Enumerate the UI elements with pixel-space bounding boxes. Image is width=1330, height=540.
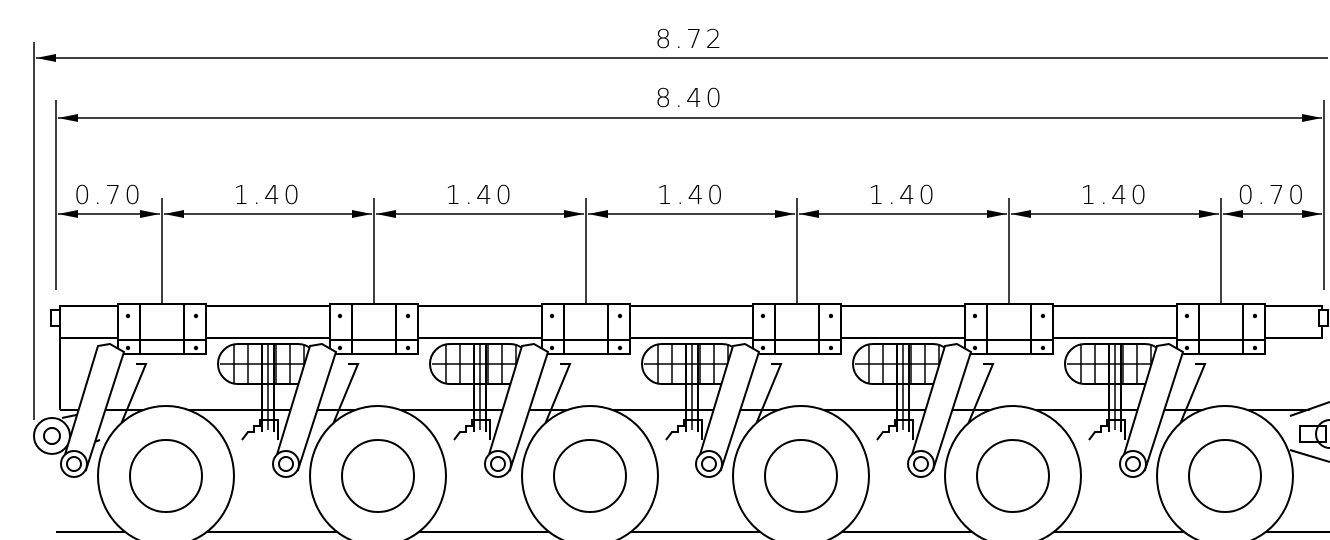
deck-end-cap-left — [50, 309, 61, 327]
bolster-plate — [964, 303, 1054, 355]
wheel-tyre — [309, 405, 447, 540]
overall-length-label: 8.72 — [655, 25, 725, 55]
axle-unit — [907, 303, 1166, 540]
overall-length-dimension: 8.72 — [33, 25, 1328, 420]
axle-spacing-label: 1.40 — [1080, 181, 1150, 211]
wheel-rim — [129, 439, 203, 513]
axle-spacing-label: 1.40 — [868, 181, 938, 211]
wheel-rim — [341, 439, 415, 513]
wheel-tyre — [1156, 405, 1294, 540]
trailer-body — [33, 303, 1330, 540]
suspension-pivot — [907, 450, 935, 478]
axle-spacing-label: 1.40 — [657, 181, 727, 211]
axle-unit — [60, 303, 319, 540]
rear-coupling — [1289, 401, 1330, 463]
bolster-plate — [1176, 303, 1266, 355]
axle-spacing-label: 0.70 — [1238, 181, 1308, 211]
wheel-tyre — [521, 405, 659, 540]
suspension-pivot — [1119, 450, 1147, 478]
deck-platform — [59, 305, 1323, 339]
axle-spacing-label: 0.70 — [74, 181, 144, 211]
suspension-pivot — [272, 450, 300, 478]
deck-end-cap-right — [1318, 309, 1329, 327]
wheel-tyre — [732, 405, 870, 540]
bolster-plate — [541, 303, 631, 355]
axle-spacing-dimensions: 0.70 1.40 1.40 1.40 1.40 1.40 0.70 — [58, 181, 1322, 318]
bolster-plate — [752, 303, 842, 355]
wheel-rim — [976, 439, 1050, 513]
axle-unit — [484, 303, 743, 540]
wheel-rim — [764, 439, 838, 513]
axle-spacing-label: 1.40 — [233, 181, 303, 211]
axle-unit — [1119, 303, 1294, 540]
axle-unit — [272, 303, 531, 540]
suspension-pivot — [484, 450, 512, 478]
deck-length-label: 8.40 — [655, 84, 725, 114]
bolster-plate — [329, 303, 419, 355]
wheel-rim — [1188, 439, 1262, 513]
bolster-plate — [117, 303, 207, 355]
axle-spacing-label: 1.40 — [445, 181, 515, 211]
wheel-tyre — [97, 405, 235, 540]
axle-units — [60, 303, 1294, 540]
hydraulic-cylinder — [641, 343, 743, 441]
wheel-rim — [553, 439, 627, 513]
deck-length-dimension: 8.40 — [55, 84, 1325, 290]
suspension-pivot — [60, 450, 88, 478]
axle-unit — [695, 303, 954, 540]
suspension-pivot — [695, 450, 723, 478]
wheel-tyre — [944, 405, 1082, 540]
